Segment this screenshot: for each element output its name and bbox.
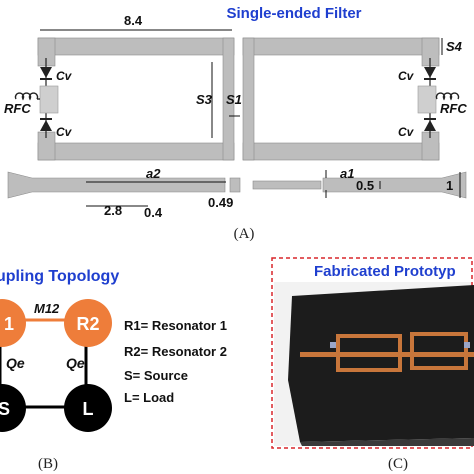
right-rfc-coil-icon bbox=[435, 92, 460, 101]
node-r2 bbox=[64, 299, 112, 347]
legend-s: S= Source bbox=[124, 368, 188, 383]
qe-label-left: Qe bbox=[6, 355, 25, 371]
m12-label: M12 bbox=[34, 301, 60, 316]
rfc-label-right: RFC bbox=[440, 101, 467, 116]
dimension-arrows bbox=[40, 29, 461, 207]
dim-0-49: 0.49 bbox=[208, 195, 233, 210]
pcb-board bbox=[288, 285, 474, 442]
panel-a-caption: (A) bbox=[234, 226, 255, 242]
dim-1: 1 bbox=[446, 178, 453, 193]
node-r1 bbox=[0, 299, 26, 347]
cv-label-right-bottom: Cv bbox=[398, 125, 415, 139]
dim-2-8: 2.8 bbox=[104, 203, 122, 218]
cv-label-left-top: Cv bbox=[56, 69, 73, 83]
panel-b-coupling-topology: upling Topology 1 R2 S L M12 Qe Qe R1= R… bbox=[0, 268, 227, 472]
dim-0-4: 0.4 bbox=[144, 205, 163, 220]
left-resonator bbox=[37, 37, 235, 161]
node-s-label: S bbox=[0, 399, 10, 419]
cv-label-left-bottom: Cv bbox=[56, 125, 73, 139]
node-l-label: L bbox=[83, 399, 94, 419]
dim-s4: S4 bbox=[446, 39, 463, 54]
node-r1-label: 1 bbox=[4, 314, 14, 334]
cv-label-right-top: Cv bbox=[398, 69, 415, 83]
dim-a2: a2 bbox=[146, 166, 161, 181]
panel-b-title: upling Topology bbox=[0, 268, 119, 285]
panel-a-title: Single-ended Filter bbox=[226, 5, 361, 22]
copper-traces bbox=[300, 332, 474, 372]
node-l bbox=[64, 384, 112, 432]
left-varactors bbox=[39, 58, 59, 138]
left-rfc-coil-icon bbox=[14, 92, 39, 101]
panel-c-caption: (C) bbox=[388, 456, 408, 472]
panel-a-filter-layout: Single-ended Filter bbox=[4, 5, 467, 242]
panel-c-prototype: Fabricated Prototyp (C) bbox=[271, 257, 474, 472]
rfc-label-left: RFC bbox=[4, 101, 31, 116]
dim-a1: a1 bbox=[340, 166, 354, 181]
panel-c-title: Fabricated Prototyp bbox=[314, 263, 456, 280]
legend-r2: R2= Resonator 2 bbox=[124, 344, 227, 359]
qe-label-right: Qe bbox=[66, 355, 85, 371]
panel-b-caption: (B) bbox=[38, 456, 58, 472]
feed-lines bbox=[7, 171, 467, 199]
node-r2-label: R2 bbox=[76, 314, 99, 334]
legend-l: L= Load bbox=[124, 390, 174, 405]
right-varactors bbox=[417, 58, 437, 138]
dim-0-5: 0.5 bbox=[356, 178, 374, 193]
dim-s1: S1 bbox=[226, 92, 242, 107]
node-s bbox=[0, 384, 26, 432]
dim-s3: S3 bbox=[196, 92, 213, 107]
legend-r1: R1= Resonator 1 bbox=[124, 318, 227, 333]
dim-8-4: 8.4 bbox=[124, 13, 143, 28]
right-resonator bbox=[242, 37, 440, 161]
